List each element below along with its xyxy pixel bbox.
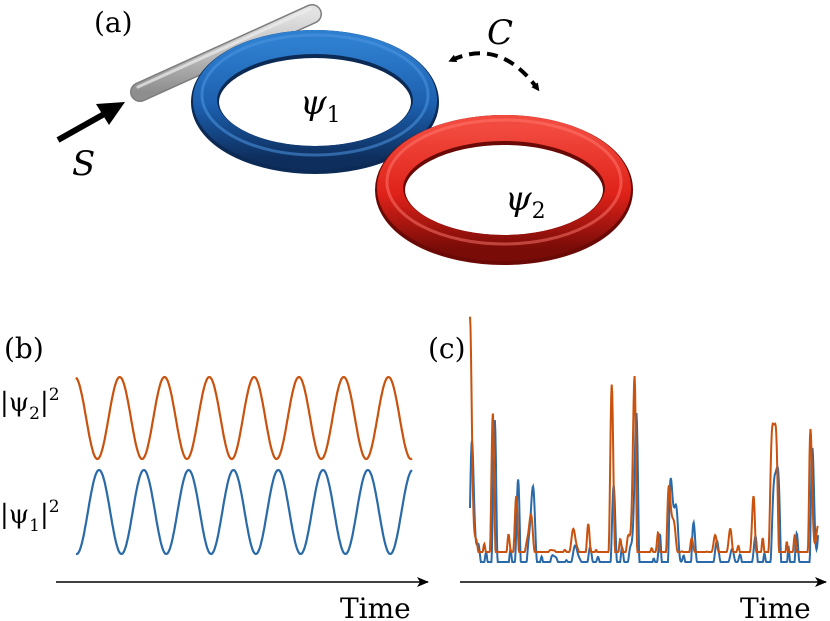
ring-psi2: [375, 115, 633, 265]
panel-c: (c) Time: [428, 316, 827, 621]
ring-psi1: [191, 30, 439, 174]
panel-b: (b) |ψ2|2 |ψ1|2 Time: [0, 332, 429, 621]
panel-b-label: (b): [4, 332, 44, 365]
series-psi1-chaotic: [469, 412, 819, 563]
panel-a: (a) ψ1 ψ2 S C: [56, 4, 633, 265]
ring-psi2-label: ψ2: [505, 179, 546, 224]
xlabel-time-b: Time: [340, 592, 411, 621]
series-psi1-periodic: [75, 468, 413, 556]
ring-psi1-label: ψ1: [300, 83, 341, 128]
source-label: S: [72, 144, 95, 184]
xlabel-time-c: Time: [740, 592, 811, 621]
series-psi2-periodic: [75, 375, 413, 461]
coupling-label: C: [487, 13, 513, 53]
ylabel-psi1: |ψ1|2: [0, 497, 60, 536]
panel-c-label: (c): [428, 332, 466, 365]
series-psi2-chaotic: [469, 316, 819, 553]
coupling-arrow: [448, 51, 540, 92]
ylabel-psi2: |ψ2|2: [0, 385, 60, 424]
source-arrow: [56, 102, 125, 143]
panel-a-label: (a): [94, 6, 133, 39]
